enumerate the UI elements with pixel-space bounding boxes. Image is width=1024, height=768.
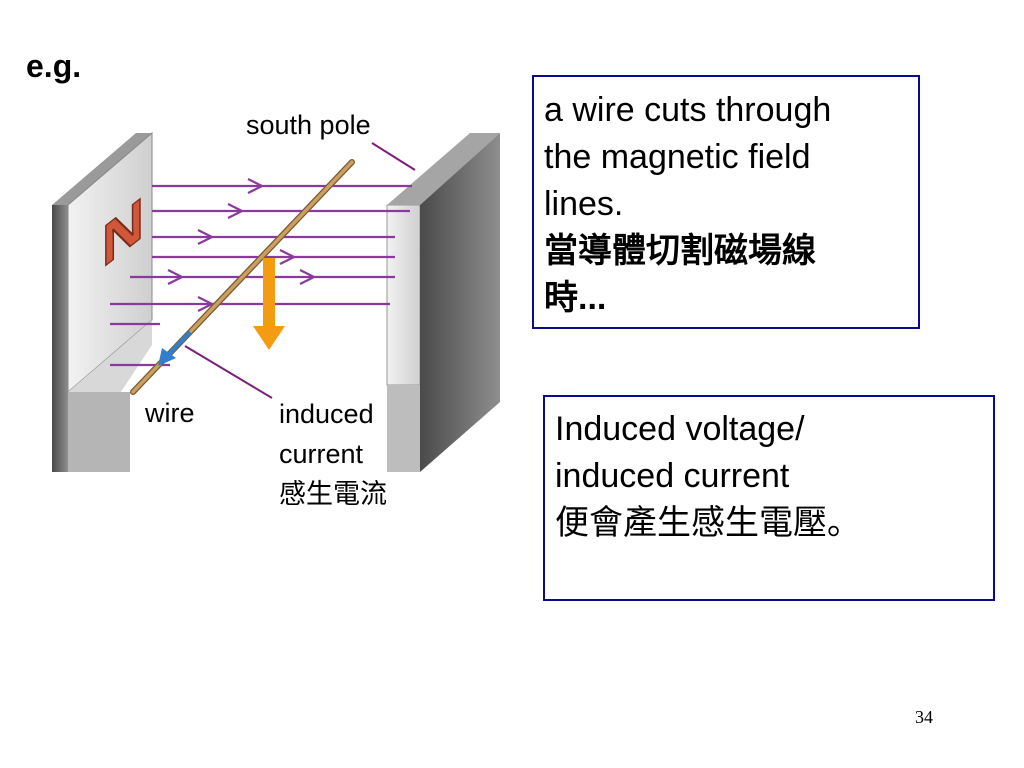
south-pole-leader-line bbox=[371, 142, 416, 171]
south-pole-label: south pole bbox=[246, 110, 371, 140]
induced-current-label: induced current 感生電流 bbox=[279, 394, 387, 514]
north-magnet-base-side bbox=[68, 392, 130, 472]
page-number: 34 bbox=[915, 707, 933, 727]
box1-line1: a wire cuts through bbox=[544, 91, 832, 129]
induced-current-en-line2: current bbox=[279, 439, 364, 469]
motion-arrow bbox=[253, 258, 285, 350]
north-magnet-top bbox=[52, 133, 152, 205]
box1-line5: 時... bbox=[544, 279, 607, 317]
box2-line2: induced current bbox=[555, 457, 790, 495]
wire-label: wire bbox=[145, 398, 195, 428]
box1-line4: 當導體切割磁場線 bbox=[544, 232, 816, 270]
field-arrowhead bbox=[167, 269, 185, 285]
south-magnet-top bbox=[387, 133, 500, 205]
north-magnet-body bbox=[52, 205, 68, 472]
field-arrowhead bbox=[197, 296, 215, 312]
north-pole-magnet bbox=[52, 131, 153, 472]
induced-current-arrow bbox=[158, 330, 192, 366]
box2-line1: Induced voltage/ bbox=[555, 410, 805, 448]
field-arrowhead bbox=[197, 229, 215, 245]
induced-current-en-line1: induced bbox=[279, 399, 374, 429]
south-magnet-side bbox=[420, 133, 500, 472]
box2-line3: 便會產生感生電壓。 bbox=[555, 504, 861, 542]
explanation-box-cutting: a wire cuts through the magnetic field l… bbox=[532, 75, 920, 329]
explanation-box-induced: Induced voltage/ induced current 便會產生感生電… bbox=[543, 395, 995, 601]
south-magnet-face bbox=[386, 204, 421, 386]
field-arrowhead bbox=[279, 249, 297, 265]
field-arrowhead bbox=[299, 269, 317, 285]
induced-current-leader-line bbox=[184, 345, 273, 399]
field-arrowhead bbox=[247, 178, 265, 194]
box1-line3: lines. bbox=[544, 185, 624, 223]
south-magnet-lower bbox=[387, 385, 420, 472]
south-pole-magnet bbox=[386, 133, 500, 472]
box1-line2: the magnetic field bbox=[544, 138, 811, 176]
slide-heading: e.g. bbox=[26, 48, 82, 84]
magnetic-field-lines bbox=[110, 178, 412, 367]
induced-current-zh: 感生電流 bbox=[279, 479, 387, 509]
field-arrowhead bbox=[227, 203, 245, 219]
